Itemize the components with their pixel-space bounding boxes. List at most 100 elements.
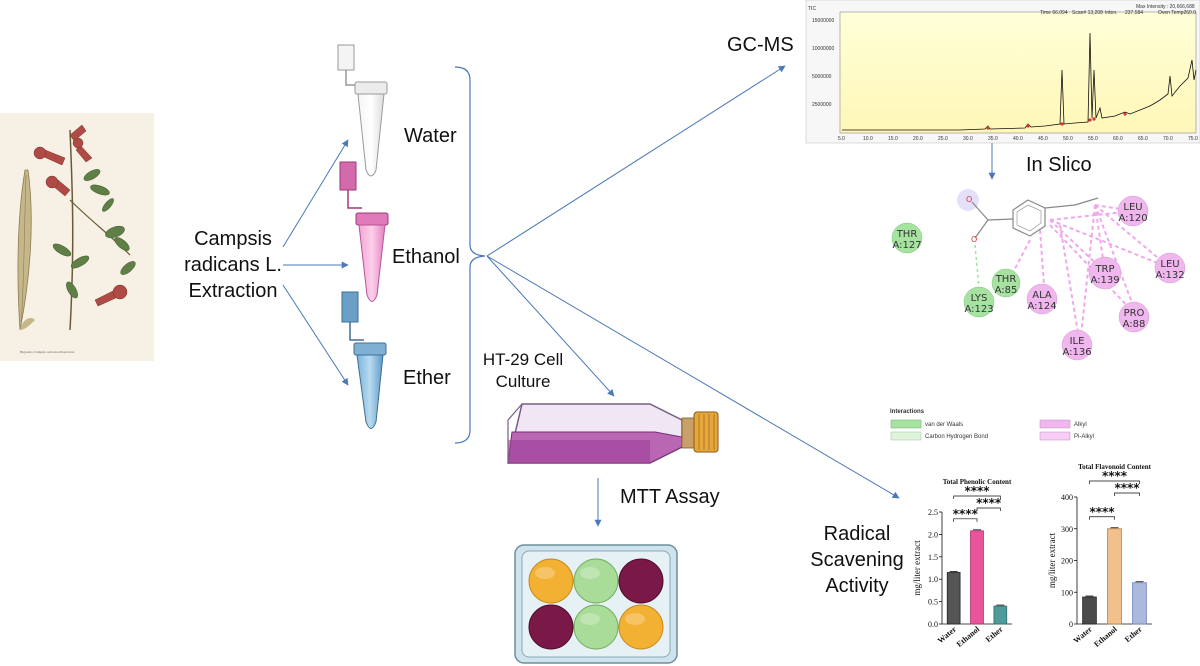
arrows-plant-to-tubes	[282, 139, 349, 386]
legend-title: Interactions	[890, 409, 925, 415]
gc-xtick-label: 50.0	[1063, 136, 1073, 142]
residue-disc	[891, 222, 923, 254]
bar-ether	[1132, 582, 1147, 625]
y-tick-label: 200	[1061, 557, 1073, 566]
y-tick-label: 0.5	[928, 598, 938, 607]
significance-bracket	[1089, 480, 1140, 484]
gc-ytick-label: 15000000	[812, 18, 834, 24]
interaction-legend: Interactions van der Waals Carbon Hydrog…	[890, 409, 1094, 441]
x-tick-label: Ethanol	[1092, 624, 1119, 649]
legend-label-alkyl: Alkyl	[1074, 422, 1087, 428]
legend-label-vdw: van der Waals	[925, 422, 963, 428]
y-tick-label: 100	[1061, 588, 1073, 597]
svg-text:Bignonia Campsis radicans illu: Bignonia Campsis radicans illustration	[20, 350, 75, 354]
gc-ytick-label: 2500000	[812, 102, 832, 108]
residue-id: A:139	[1090, 275, 1119, 286]
residue-name: ALA	[1032, 290, 1052, 301]
legend-swatch-alkyl	[1039, 419, 1071, 429]
residue-name: LEU	[1160, 259, 1179, 270]
chart-title: Total Phenolic Content	[943, 478, 1012, 486]
residue-disc	[1118, 301, 1150, 333]
gc-scan: Scan# 13,208	[1072, 10, 1103, 16]
label-gcms: GC-MS	[727, 34, 794, 56]
gc-xtick-label: 10.0	[863, 136, 873, 142]
significance-stars: ****	[1089, 505, 1115, 519]
residue-name: LYS	[971, 293, 988, 304]
label-plant-extraction: Campsis radicans L. Extraction	[184, 228, 282, 302]
gc-inten: Inten.	[1105, 10, 1118, 16]
legend-swatch-chb	[890, 431, 922, 441]
y-tick-label: 2.0	[928, 530, 938, 539]
residue-name: PRO	[1124, 308, 1145, 319]
chart-title: Total Flavonoid Content	[1078, 463, 1152, 471]
residue-disc	[1026, 283, 1058, 315]
residue-disc	[1088, 256, 1122, 290]
svg-text:O: O	[971, 235, 977, 244]
residue-id: A:120	[1118, 213, 1147, 224]
residue-disc	[991, 268, 1021, 298]
gc-xtick-label: 15.0	[888, 136, 898, 142]
gc-xtick-label: 25.0	[938, 136, 948, 142]
residue-name: LEU	[1123, 202, 1142, 213]
gc-tic-label: TIC	[808, 6, 816, 12]
gc-ytick-label: 5000000	[812, 74, 832, 80]
significance-stars: ****	[953, 507, 979, 521]
y-tick-label: 1.0	[928, 575, 938, 584]
residue-name: TRP	[1094, 264, 1114, 275]
label-radical-scavenging: Radical Scavening Activity	[810, 523, 904, 597]
gc-xtick-label: 65.0	[1138, 136, 1148, 142]
gc-xtick-label: 70.0	[1163, 136, 1173, 142]
legend-swatch-vdw	[890, 419, 922, 429]
extraction-bracket	[454, 66, 486, 444]
residue-disc	[963, 286, 995, 318]
residue-id: A:123	[964, 304, 993, 315]
bar-water	[946, 572, 961, 625]
gc-ytick-label: 10000000	[812, 46, 834, 52]
chart-total-phenolic: Total Phenolic Content0.00.51.01.52.02.5…	[912, 478, 1012, 649]
gcms-chromatogram: TIC Max Intensity : 20,666,688 Time 66.0…	[805, 0, 1200, 144]
label-mtt-assay: MTT Assay	[620, 486, 720, 508]
gc-xtick-label: 35.0	[988, 136, 998, 142]
label-ht29-culture: HT-29 Cell Culture	[482, 350, 564, 391]
y-tick-label: 300	[1061, 525, 1073, 534]
residue-name: THR	[896, 229, 918, 240]
significance-stars: ****	[1114, 481, 1140, 495]
significance-stars: ****	[976, 496, 1002, 510]
svg-text:O: O	[966, 195, 972, 204]
residue-id: A:88	[1123, 319, 1146, 330]
y-tick-label: 2.5	[928, 508, 938, 517]
significance-stars: ****	[964, 484, 990, 498]
tube-ether	[341, 291, 387, 429]
bar-water	[1082, 596, 1097, 625]
gc-xtick-label: 20.0	[913, 136, 923, 142]
residue-name: ILE	[1070, 336, 1085, 347]
label-ether: Ether	[403, 367, 451, 389]
legend-label-chb: Carbon Hydrogen Bond	[925, 434, 988, 440]
gc-oven-temp: Oven Temp260.0	[1158, 10, 1196, 16]
arrows-bracket-outputs	[486, 65, 996, 527]
residue-name: THR	[995, 274, 1017, 285]
gc-xtick-label: 45.0	[1038, 136, 1048, 142]
y-tick-label: 1.5	[928, 553, 938, 562]
x-tick-label: Ether	[984, 624, 1005, 644]
gc-xtick-label: 55.0	[1088, 136, 1098, 142]
residue-disc	[1061, 329, 1093, 361]
residue-id: A:85	[995, 285, 1018, 296]
residue-id: A:127	[892, 240, 921, 251]
y-tick-label: 400	[1061, 493, 1073, 502]
bar-ethanol	[970, 530, 984, 625]
significance-stars: ****	[1102, 469, 1128, 483]
botanical-illustration: Bignonia Campsis radicans illustration	[0, 113, 154, 361]
significance-bracket	[953, 495, 1001, 499]
gc-max-intensity: Max Intensity : 20,666,688	[1136, 4, 1195, 10]
y-axis-label: mg/liter extract	[1047, 532, 1057, 588]
residue-disc	[1154, 252, 1186, 284]
